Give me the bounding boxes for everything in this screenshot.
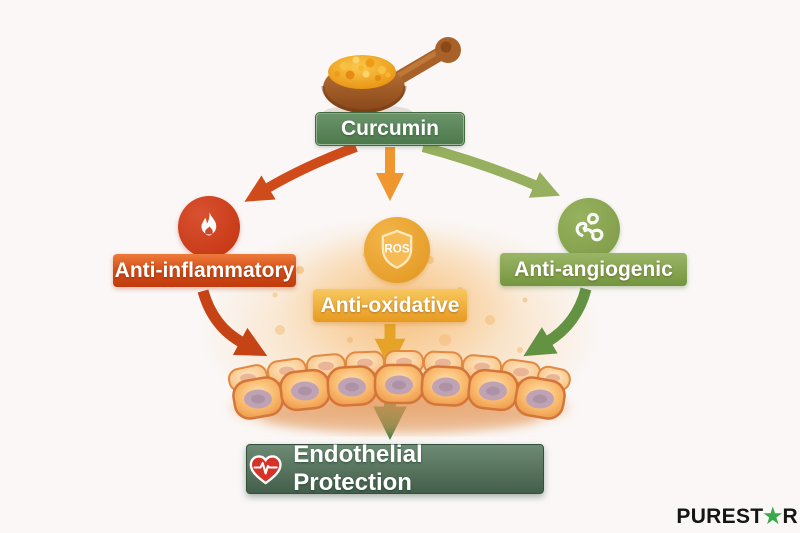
turmeric-spoon-illustration	[321, 37, 461, 119]
anti-inflammatory-circle	[178, 196, 240, 258]
anti-inflammatory-label: Anti-inflammatory	[114, 258, 295, 282]
anti-oxidative-label: Anti-oxidative	[320, 293, 460, 317]
ros-shield-icon: ROS	[381, 229, 413, 269]
anti-inflammatory-box: Anti-inflammatory	[113, 254, 296, 287]
powder-texture	[334, 56, 391, 81]
logo-suffix: R	[782, 505, 798, 528]
anti-oxidative-circle: ROS	[364, 217, 430, 283]
logo-star-icon: ★	[763, 505, 783, 528]
arrow-curcumin-to-inflammatory	[244, 142, 358, 202]
arrow-inflammatory-to-cells	[197, 289, 268, 356]
blood-vessel-icon	[575, 212, 604, 242]
curcumin-label: Curcumin	[340, 117, 439, 140]
anti-angiogenic-box: Anti-angiogenic	[500, 253, 687, 286]
ros-label: ROS	[384, 243, 409, 256]
endothelial-protection-label: Endothelial Protection	[293, 441, 423, 496]
logo-prefix: PUREST	[676, 505, 764, 528]
arrow-curcumin-to-angiogenic	[421, 142, 561, 198]
arrow-angiogenic-to-cells	[523, 287, 592, 357]
heart-ecg-icon	[249, 455, 282, 485]
endothelial-protection-box: Endothelial Protection	[246, 441, 544, 496]
anti-angiogenic-label: Anti-angiogenic	[514, 257, 673, 281]
anti-angiogenic-circle	[558, 198, 620, 260]
anti-oxidative-box: Anti-oxidative	[313, 289, 467, 322]
purestar-logo: PUREST★R	[676, 504, 798, 529]
flame-icon	[201, 212, 217, 236]
curcumin-box: Curcumin	[315, 112, 465, 146]
